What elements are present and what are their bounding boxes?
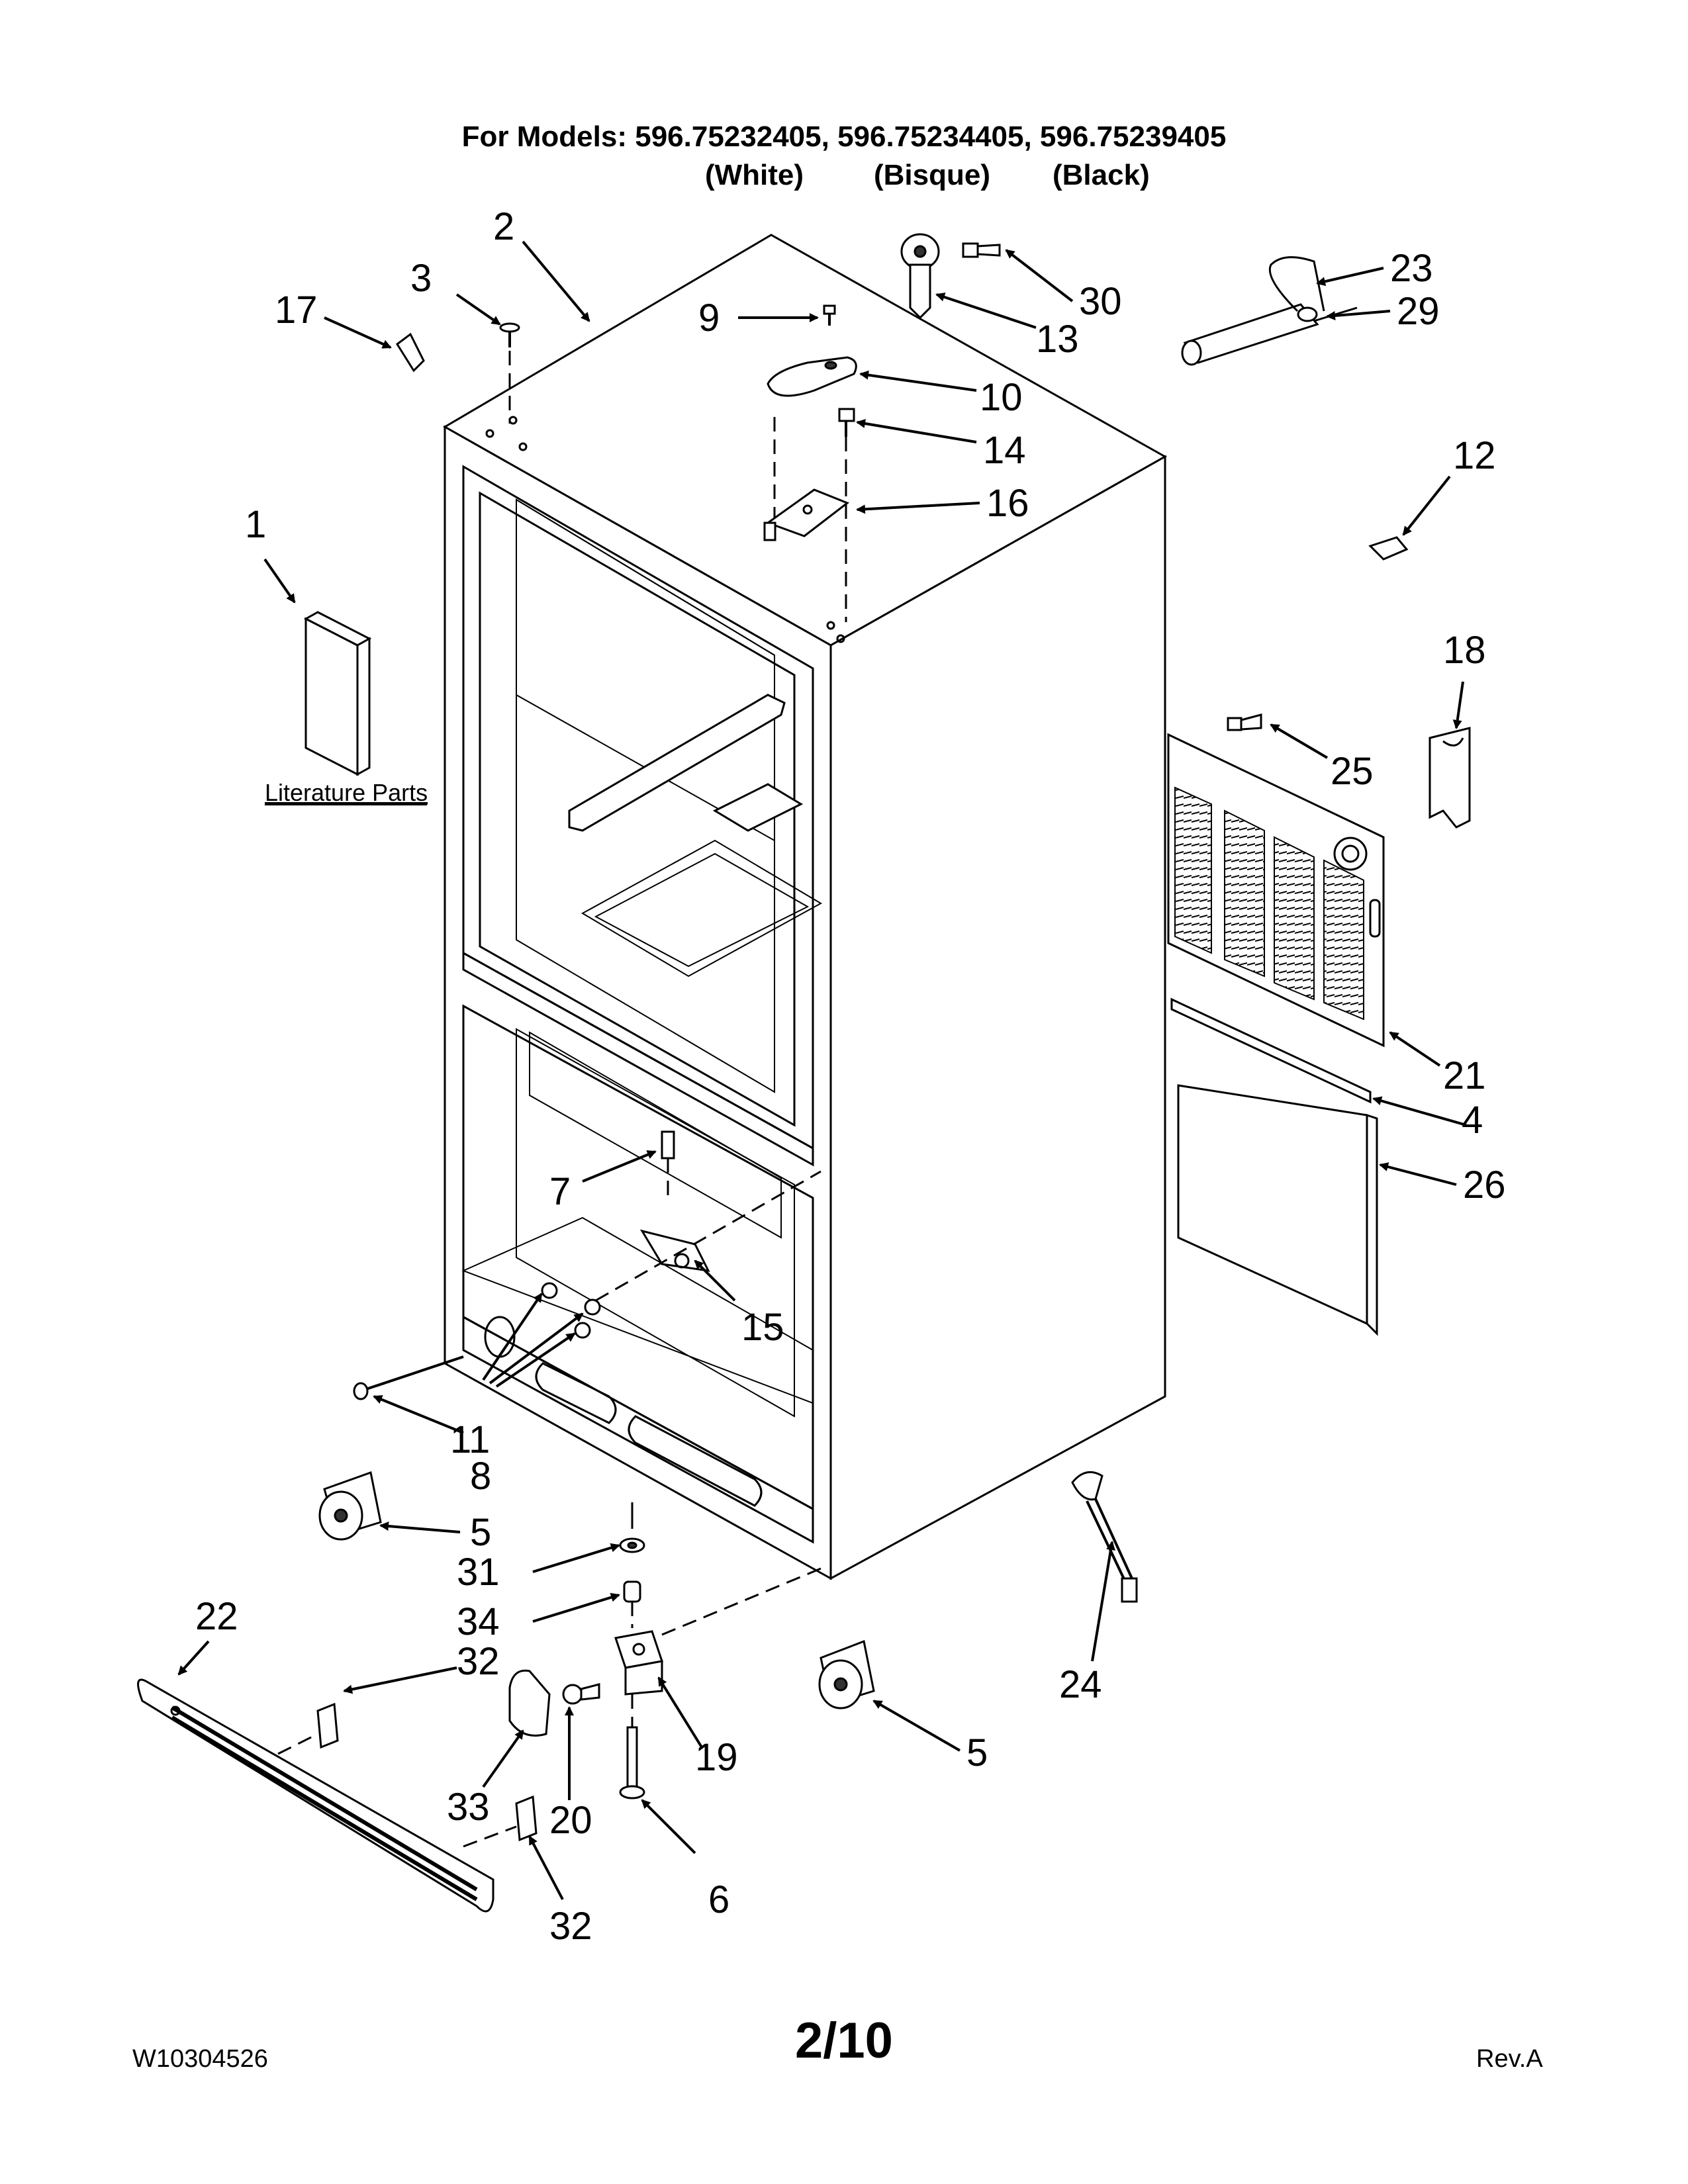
stud-part-7 bbox=[661, 1130, 675, 1198]
revision-label: Rev.A bbox=[1476, 2045, 1543, 2073]
roller-part-5-left bbox=[318, 1471, 382, 1541]
callout-17: 17 bbox=[275, 289, 318, 332]
callout-5-right: 5 bbox=[966, 1731, 988, 1774]
callout-19: 19 bbox=[695, 1736, 738, 1779]
roller-part-5-right bbox=[818, 1639, 875, 1709]
screw-part-9 bbox=[823, 304, 836, 326]
callout-34: 34 bbox=[457, 1600, 500, 1643]
model-color-black: (Black) bbox=[1053, 159, 1150, 191]
bushing-part-34 bbox=[623, 1580, 641, 1628]
tube-assembly-part-23-29 bbox=[1181, 256, 1358, 366]
callout-31: 31 bbox=[457, 1551, 500, 1594]
callout-9: 9 bbox=[698, 296, 720, 340]
callout-14: 14 bbox=[983, 429, 1026, 472]
screw-part-3 bbox=[499, 322, 520, 424]
wire-harness-part-24 bbox=[1071, 1471, 1138, 1603]
callout-1: 1 bbox=[245, 503, 266, 546]
screw-part-20 bbox=[562, 1683, 600, 1705]
callout-8: 8 bbox=[470, 1455, 491, 1498]
screws-part-11 bbox=[541, 1282, 601, 1339]
screw-part-30 bbox=[962, 242, 1001, 258]
leader-lines bbox=[177, 240, 1467, 1900]
screw-part-14 bbox=[838, 408, 855, 437]
callout-10: 10 bbox=[980, 376, 1023, 419]
document-number: W10304526 bbox=[132, 2045, 268, 2073]
bolt-part-6 bbox=[619, 1726, 645, 1799]
callout-21: 21 bbox=[1443, 1054, 1486, 1097]
callout-2: 2 bbox=[493, 205, 514, 248]
callout-20: 20 bbox=[549, 1799, 592, 1842]
callout-33: 33 bbox=[447, 1786, 490, 1829]
literature-parts-book bbox=[303, 611, 372, 776]
bracket-part-18 bbox=[1429, 727, 1471, 829]
callout-23: 23 bbox=[1390, 247, 1433, 290]
roller-bracket-part-13 bbox=[900, 233, 940, 320]
callout-22: 22 bbox=[195, 1595, 238, 1638]
callout-3: 3 bbox=[410, 257, 432, 300]
seal-strip-part-4 bbox=[1170, 997, 1372, 1104]
callout-12: 12 bbox=[1453, 434, 1496, 477]
hinge-part-16 bbox=[763, 488, 850, 541]
callout-29: 29 bbox=[1397, 290, 1440, 333]
callout-4: 4 bbox=[1462, 1099, 1483, 1142]
callout-18: 18 bbox=[1443, 629, 1486, 672]
model-color-white: (White) bbox=[705, 159, 804, 191]
callout-7: 7 bbox=[549, 1170, 571, 1213]
callout-30: 30 bbox=[1079, 280, 1122, 323]
callout-11: 11 bbox=[450, 1418, 490, 1461]
page-title: For Models: 596.75232405, 596.75234405, … bbox=[461, 120, 1227, 153]
model-color-bisque: (Bisque) bbox=[874, 159, 990, 191]
cover-part-33 bbox=[508, 1669, 551, 1737]
callout-26: 26 bbox=[1463, 1163, 1506, 1206]
callout-25: 25 bbox=[1331, 750, 1374, 793]
grille-panel-part-21 bbox=[1167, 733, 1385, 1048]
toe-grille-part-22 bbox=[137, 1678, 494, 1913]
hinge-cover-part-10 bbox=[767, 356, 857, 397]
screw-part-8 bbox=[353, 1355, 464, 1400]
clip-part-17 bbox=[395, 332, 425, 373]
bracket-part-15 bbox=[639, 1229, 710, 1272]
clip-part-12 bbox=[1368, 536, 1409, 561]
leveling-bracket-part-19 bbox=[614, 1630, 663, 1696]
clip-part-32-lower bbox=[515, 1795, 538, 1842]
callout-5-left: 5 bbox=[470, 1511, 491, 1554]
screw-part-25 bbox=[1227, 713, 1262, 731]
callout-13: 13 bbox=[1036, 318, 1079, 361]
callout-24: 24 bbox=[1059, 1663, 1102, 1706]
callout-6: 6 bbox=[708, 1878, 729, 1921]
cabinet bbox=[442, 234, 1168, 1580]
callout-15: 15 bbox=[741, 1306, 784, 1349]
access-panel-part-26 bbox=[1177, 1084, 1378, 1336]
literature-parts-label: Literature Parts bbox=[265, 779, 428, 806]
callout-32-upper: 32 bbox=[457, 1640, 500, 1683]
callout-16: 16 bbox=[986, 482, 1029, 525]
clip-part-32-upper bbox=[316, 1702, 339, 1749]
page-number: 2/10 bbox=[795, 2013, 893, 2069]
callout-32-lower: 32 bbox=[549, 1905, 592, 1948]
washer-part-31 bbox=[619, 1502, 645, 1553]
